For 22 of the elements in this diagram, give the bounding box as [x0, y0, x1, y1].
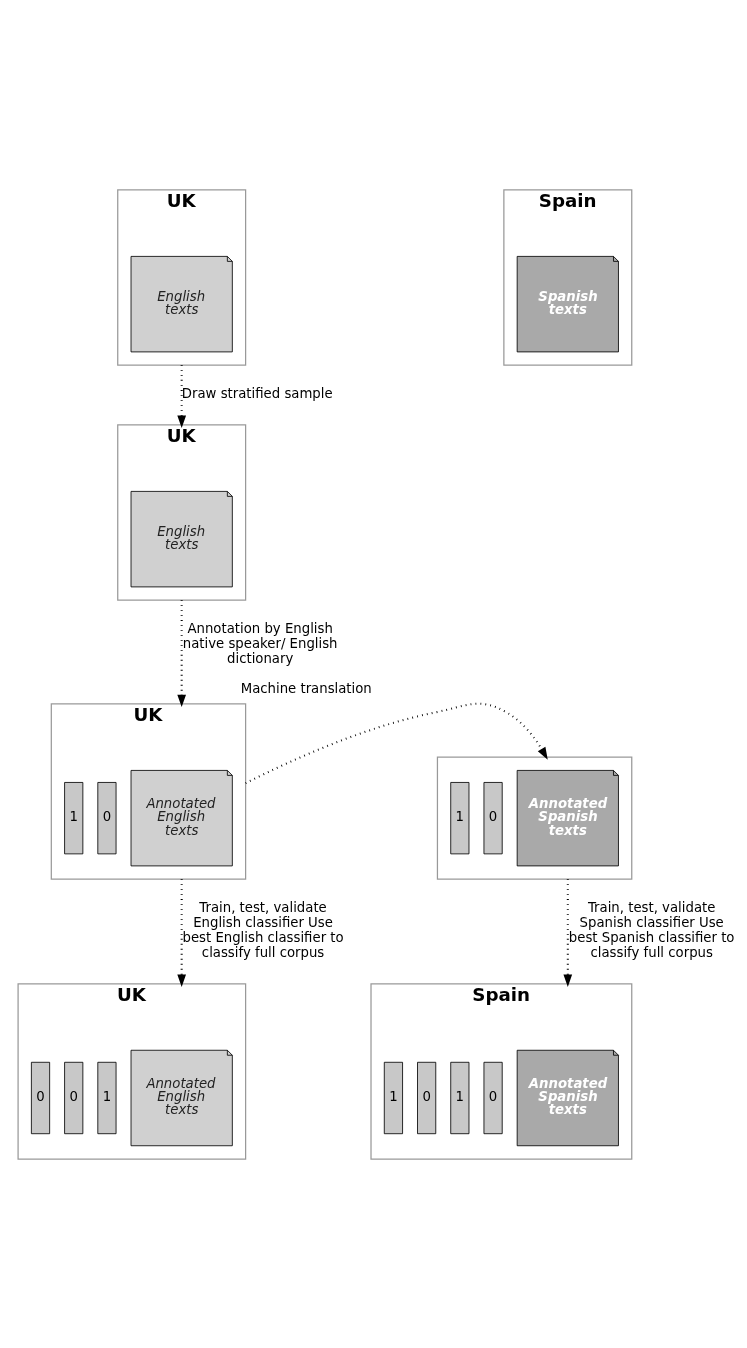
edge-label: Machine translation — [240, 680, 372, 696]
label: 1 — [69, 808, 78, 824]
label: 1 — [455, 1088, 465, 1104]
label: 0 — [422, 1088, 431, 1104]
edge-label: Train, test, validate Spanish classifier Use best Spanish classifier to classify full corpus — [568, 899, 735, 960]
label: 0 — [36, 1088, 45, 1104]
label: 1 — [455, 808, 465, 824]
arrow — [177, 599, 187, 707]
label: 0 — [69, 1088, 78, 1104]
label: 0 — [488, 1088, 498, 1104]
arrow — [177, 878, 187, 987]
arrow — [177, 364, 187, 428]
label: 1 — [102, 1088, 112, 1104]
edge-label: Train, test, validate English classifier Use best English classifier to classify full corpus — [182, 899, 344, 960]
label: 0 — [488, 808, 498, 824]
arrow — [563, 878, 573, 987]
edge-label: Draw stratified sample — [181, 385, 333, 401]
edge-label: Annotation by English native speaker/ English dictionary — [182, 620, 338, 666]
cluster — [436, 756, 633, 880]
label: 0 — [102, 808, 112, 824]
label: 1 — [389, 1088, 398, 1104]
arrow — [245, 702, 548, 784]
